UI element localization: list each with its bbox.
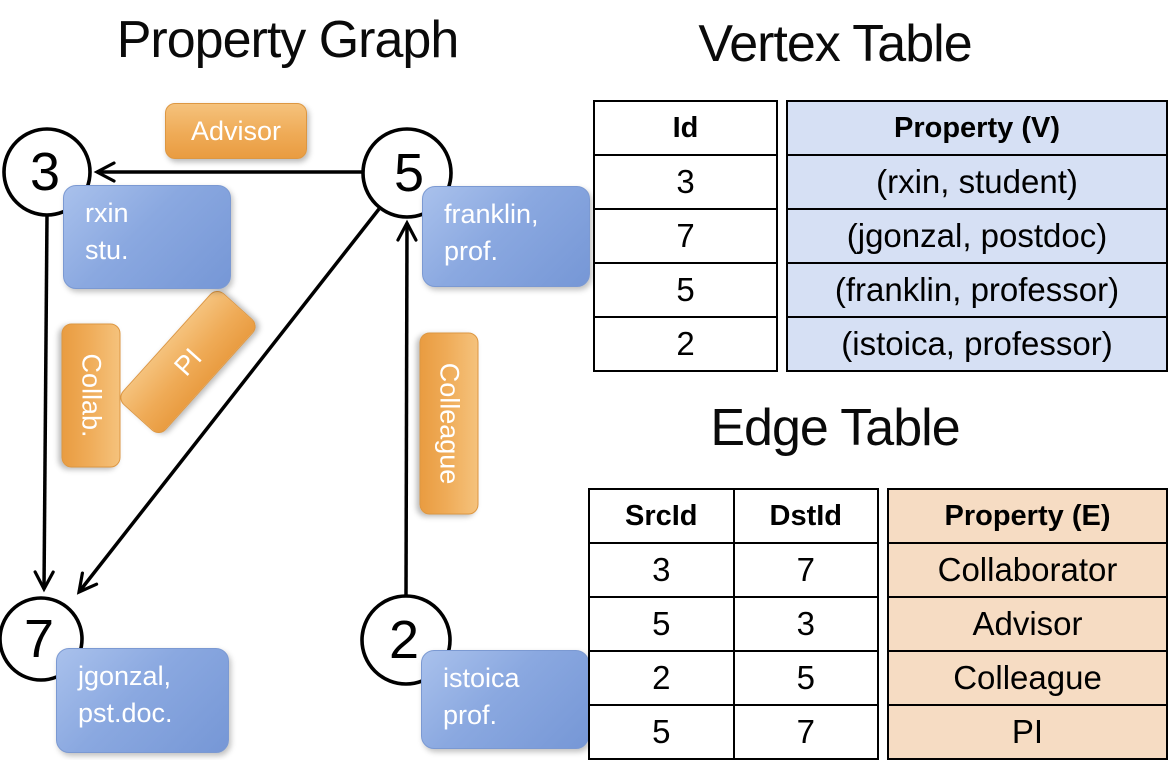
table-cell: (istoica, professor) [788, 316, 1166, 370]
property-graph-title: Property Graph [116, 11, 460, 69]
table-cell: 7 [595, 208, 776, 262]
table-cell: 2 [590, 650, 733, 704]
column-header-srcid: SrcId [624, 499, 698, 532]
edge-table-dstid-column: DstId 7 3 5 7 [732, 490, 877, 758]
table-cell: 5 [590, 596, 733, 650]
table-cell: (rxin, student) [788, 154, 1166, 208]
vertex-property-line: prof. [444, 236, 499, 267]
vertex-property-line: istoica [443, 663, 520, 693]
vertex-property-box-5: franklin, prof. [422, 186, 590, 287]
edge-label-colleague: Colleague [419, 332, 479, 515]
table-cell: PI [889, 704, 1166, 758]
table-cell: 3 [734, 596, 877, 650]
edge-table-srcid-column: SrcId 3 5 2 5 [590, 490, 733, 758]
graph-drawing: 3 5 7 2 [0, 127, 453, 686]
edge-label-collab: Collab. [61, 323, 121, 468]
table-cell: 3 [590, 542, 733, 596]
edge-table-id-columns: SrcId 3 5 2 5 DstId 7 3 5 7 [588, 488, 879, 760]
vertex-property-line: franklin, [444, 199, 539, 229]
table-cell: 7 [734, 704, 877, 758]
table-cell: Collaborator [889, 542, 1166, 596]
vertex-id-7: 7 [24, 609, 54, 669]
vertex-id-2: 2 [389, 610, 419, 670]
edge-pi-5-to-7 [76, 207, 381, 595]
vertex-id-5: 5 [394, 143, 424, 203]
vertex-property-line: rxin [85, 198, 129, 228]
edge-table-property-column: Property (E) Collaborator Advisor Collea… [887, 488, 1168, 760]
column-header-dstid: DstId [769, 499, 843, 532]
vertex-table-property-column: Property (V) (rxin, student) (jgonzal, p… [786, 100, 1168, 372]
column-header-property-v: Property (V) [894, 111, 1060, 144]
vertex-property-line: jgonzal, [78, 661, 172, 691]
vertex-property-line: prof. [443, 700, 498, 731]
vertex-property-line: stu. [85, 235, 129, 266]
table-cell: 5 [734, 650, 877, 704]
edge-colleague-2-to-5 [396, 219, 418, 596]
column-header-id: Id [672, 111, 699, 144]
vertex-property-box-7: jgonzal, pst.doc. [56, 648, 229, 753]
table-cell: 3 [595, 154, 776, 208]
table-cell: Advisor [889, 596, 1166, 650]
vertex-table-id-column: Id 3 7 5 2 [593, 100, 778, 372]
table-cell: Colleague [889, 650, 1166, 704]
vertex-id-3: 3 [30, 142, 60, 202]
vertex-table-title: Vertex Table [698, 15, 972, 73]
table-cell: 7 [734, 542, 877, 596]
table-cell: (franklin, professor) [788, 262, 1166, 316]
table-cell: (jgonzal, postdoc) [788, 208, 1166, 262]
table-cell: 5 [595, 262, 776, 316]
column-header-property-e: Property (E) [944, 499, 1111, 532]
edge-table-title: Edge Table [710, 399, 960, 457]
table-cell: 2 [595, 316, 776, 370]
vertex-property-box-3: rxin stu. [63, 185, 231, 289]
vertex-property-line: pst.doc. [78, 698, 173, 729]
table-cell: 5 [590, 704, 733, 758]
vertex-property-box-2: istoica prof. [421, 650, 589, 749]
edge-label-advisor: Advisor [165, 103, 307, 159]
edge-collab-3-to-7 [33, 214, 55, 593]
